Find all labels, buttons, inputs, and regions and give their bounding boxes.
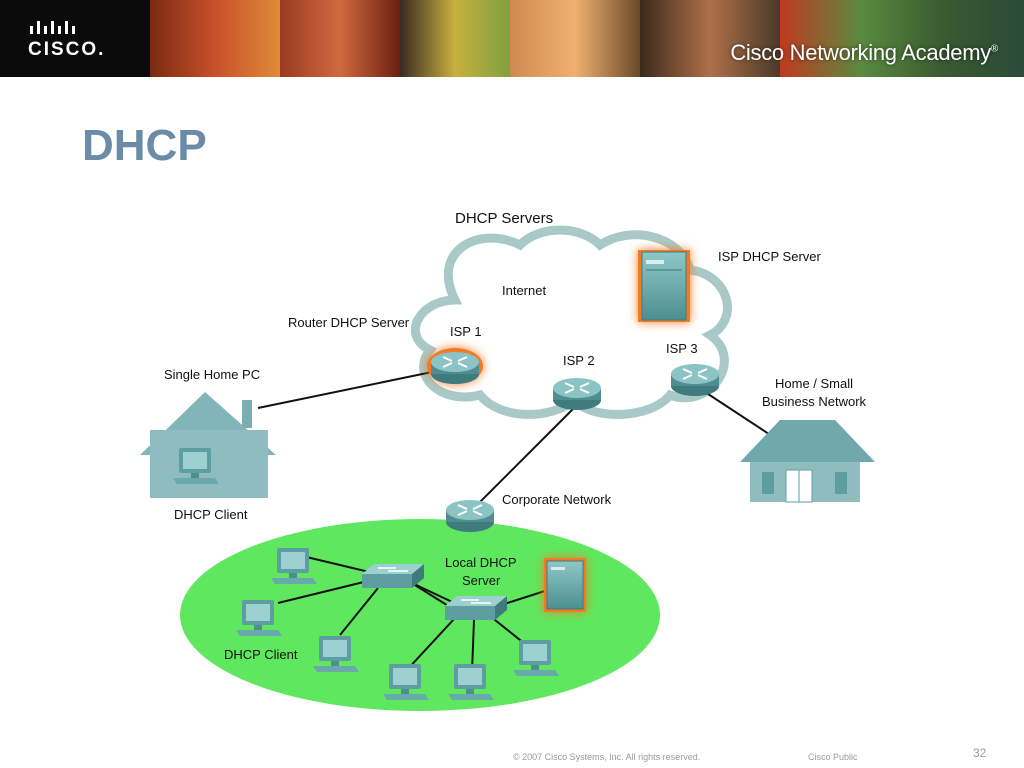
internet-label: Internet [502, 283, 546, 298]
isp-server-body [641, 251, 687, 321]
isp3-router-icon [670, 363, 720, 397]
cisco-logo-text: CISCO. [28, 39, 106, 60]
lan-switch-2-icon [444, 595, 508, 621]
single-home-pc-label: Single Home PC [164, 367, 260, 382]
isp3-label: ISP 3 [666, 341, 698, 356]
local-dhcp-label-line1: Local DHCP [445, 555, 517, 570]
banner-photo [510, 0, 640, 77]
home-small-label-line2: Business Network [762, 394, 867, 409]
isp2-label: ISP 2 [563, 353, 595, 368]
classification-footer: Cisco Public [808, 752, 858, 762]
local-dhcp-server-icon [546, 560, 584, 610]
isp2-router-icon [552, 377, 602, 411]
isp-dhcp-server-label: ISP DHCP Server [718, 249, 822, 264]
local-dhcp-label-line2: Server [462, 573, 501, 588]
corporate-router-icon [445, 499, 495, 533]
home-dhcp-client-label: DHCP Client [174, 507, 248, 522]
small-business-house [740, 420, 875, 503]
isp1-router-icon [430, 351, 480, 385]
cisco-logo: CISCO. [0, 0, 150, 77]
banner-photo [150, 0, 280, 77]
academy-title: Cisco Networking Academy® [730, 40, 998, 65]
lan-switch-1-icon [361, 563, 425, 589]
banner-photo [280, 0, 400, 77]
banner-photo [400, 0, 510, 77]
lan-dhcp-client-label: DHCP Client [224, 647, 298, 662]
copyright-footer: © 2007 Cisco Systems, Inc. All rights re… [513, 752, 701, 762]
header-banner: CISCO. Cisco Networking Academy® [0, 0, 1024, 77]
isp1-label: ISP 1 [450, 324, 482, 339]
slide-title: DHCP [82, 121, 207, 170]
banner-photo [780, 0, 1024, 77]
page-number: 32 [973, 746, 987, 760]
cisco-bridge-icon [30, 21, 75, 34]
banner-photo [640, 0, 780, 77]
router-dhcp-server-label: Router DHCP Server [288, 315, 410, 330]
single-home-house [140, 392, 276, 498]
corporate-network-label: Corporate Network [502, 492, 612, 507]
home-small-label-line1: Home / Small [775, 376, 853, 391]
dhcp-servers-heading: DHCP Servers [455, 210, 553, 227]
